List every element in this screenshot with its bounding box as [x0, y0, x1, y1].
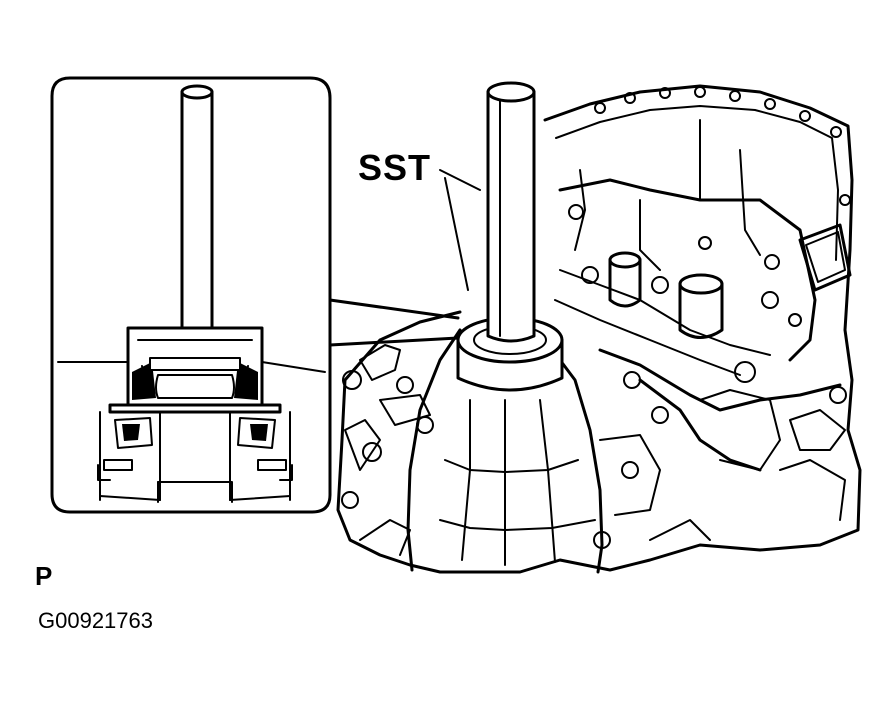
- corner-mark: P: [35, 561, 53, 591]
- detail-inset: [50, 76, 460, 514]
- figure-code: G00921763: [38, 608, 153, 633]
- sst-installer-tool: [456, 81, 564, 392]
- sst-leader-lines: [439, 169, 481, 291]
- sst-callout-label: SST: [358, 147, 432, 188]
- transaxle-case: [336, 84, 862, 574]
